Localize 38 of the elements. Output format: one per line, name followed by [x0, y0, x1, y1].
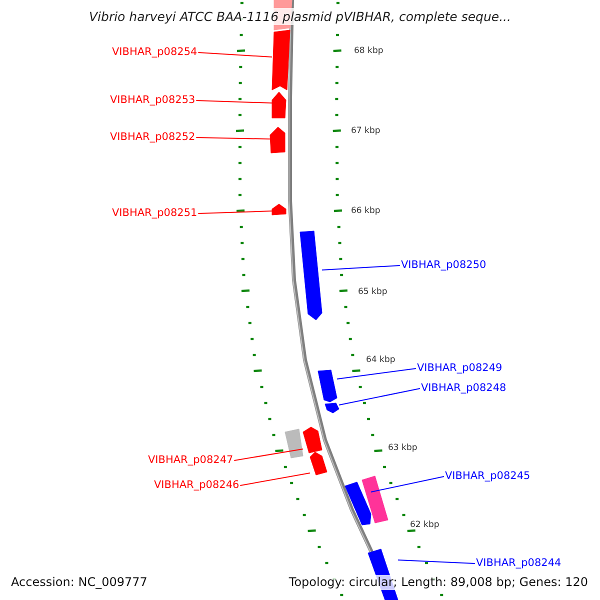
gene-label: VIBHAR_p08245: [445, 470, 530, 483]
scale-label: 68 kbp: [354, 46, 384, 57]
gene-feature: [272, 92, 286, 118]
leader-line: [234, 448, 304, 461]
leader-line: [398, 560, 476, 564]
gene-label: VIBHAR_p08253: [110, 94, 196, 107]
scale-label: 62 kbp: [410, 520, 440, 531]
info-text: Accession: NC_009777: [9, 575, 150, 590]
leader-line: [198, 52, 272, 58]
leader-line: [196, 137, 270, 140]
leader-line: [240, 472, 310, 486]
gene-feature: [270, 127, 285, 153]
scale-label: 64 kbp: [366, 355, 396, 366]
scale-label: 65 kbp: [358, 287, 388, 298]
gene-label: VIBHAR_p08244: [476, 557, 562, 570]
leader-line: [196, 100, 272, 104]
gene-label: VIBHAR_p08252: [110, 131, 196, 144]
scale-label: 66 kbp: [351, 206, 380, 217]
gene-feature: [345, 482, 371, 525]
gene-feature: [310, 452, 327, 475]
gene-label: VIBHAR_p08246: [154, 479, 240, 492]
gene-label: VIBHAR_p08250: [401, 259, 486, 272]
gene-label: VIBHAR_p08254: [112, 46, 198, 59]
gene-label: VIBHAR_p08249: [417, 362, 502, 375]
gene-label: VIBHAR_p08248: [421, 382, 506, 395]
leader-line: [198, 210, 272, 214]
scale-label: 67 kbp: [351, 126, 380, 137]
scale-label: 63 kbp: [388, 443, 418, 454]
gene-feature: [272, 204, 286, 215]
leader-line: [338, 388, 420, 406]
leader-line: [322, 265, 400, 270]
gene-label: VIBHAR_p08251: [112, 207, 198, 220]
leader-line: [336, 368, 416, 380]
gene-label: VIBHAR_p08247: [148, 454, 234, 467]
gene-feature: [303, 427, 322, 453]
leader-line: [370, 476, 444, 492]
gene-feature: [300, 231, 322, 320]
info-text: Topology: circular; Length: 89,008 bp; Genes: 120: [286, 575, 590, 590]
